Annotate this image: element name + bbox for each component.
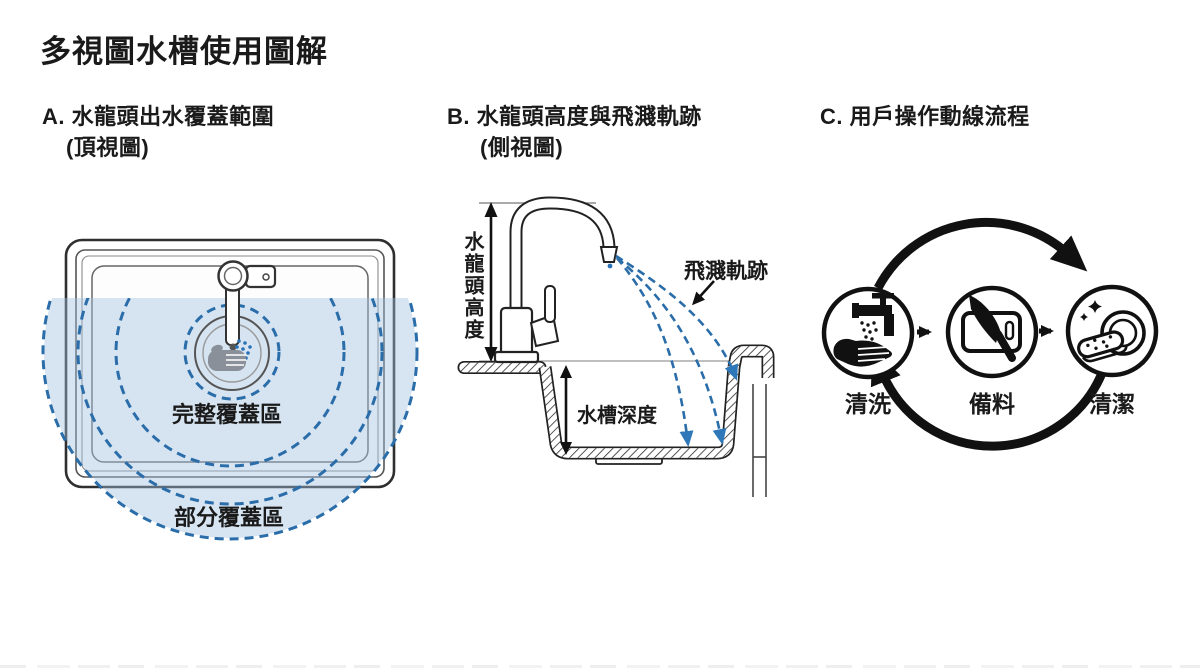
partial-coverage-label: 部分覆蓋區 [173, 505, 284, 530]
panel-a-subheading: (頂視圖) [66, 135, 150, 160]
sink-depth-arrow [560, 365, 572, 455]
panel-a-heading: A. 水龍頭出水覆蓋範圍 [42, 104, 275, 129]
splash-pointer-arrow [691, 280, 715, 306]
faucet-top-view [217, 260, 277, 351]
hand-wash-icon [833, 293, 894, 367]
cutting-board-knife-icon [961, 295, 1022, 362]
panel-a-top-view [41, 238, 419, 541]
faucet-side-view [493, 196, 619, 364]
full-coverage-label: 完整覆蓋區 [171, 402, 282, 427]
cabinet-edge-lines [752, 384, 767, 497]
sponge-plate-icon [1077, 300, 1146, 363]
step-label-wash: 清洗 [845, 391, 891, 417]
sparkle-icon [1088, 300, 1102, 313]
coverage-shaded-area [44, 298, 416, 538]
faucet-height-label: 水龍頭高度 [461, 231, 483, 341]
cycle-arrow-bottom [870, 347, 1109, 451]
panel-b-subheading: (側視圖) [480, 135, 564, 160]
basin-cross-section [538, 344, 775, 460]
cycle-arrow-top [874, 217, 1088, 291]
splash-trajectories [615, 254, 738, 447]
panel-b-side-view [457, 196, 775, 497]
splash-trajectory-label: 飛濺軌跡 [684, 260, 768, 283]
sink-depth-label: 水槽深度 [577, 405, 657, 427]
step-label-prep: 備料 [969, 391, 1015, 417]
panel-c-heading: C. 用戶操作動線流程 [820, 104, 1030, 129]
sparkle-icon-small [1080, 313, 1088, 321]
hand-spray-icon [208, 339, 252, 371]
panel-b-heading: B. 水龍頭高度與飛濺軌跡 [447, 104, 702, 129]
coverage-arcs [41, 298, 419, 541]
step-label-clean: 清潔 [1089, 391, 1135, 417]
page-title: 多視圖水槽使用圖解 [40, 34, 328, 69]
panel-c-cycle [821, 217, 1159, 451]
faucet-height-arrow [484, 202, 498, 362]
bottom-crop-artifact-line [0, 665, 1200, 668]
